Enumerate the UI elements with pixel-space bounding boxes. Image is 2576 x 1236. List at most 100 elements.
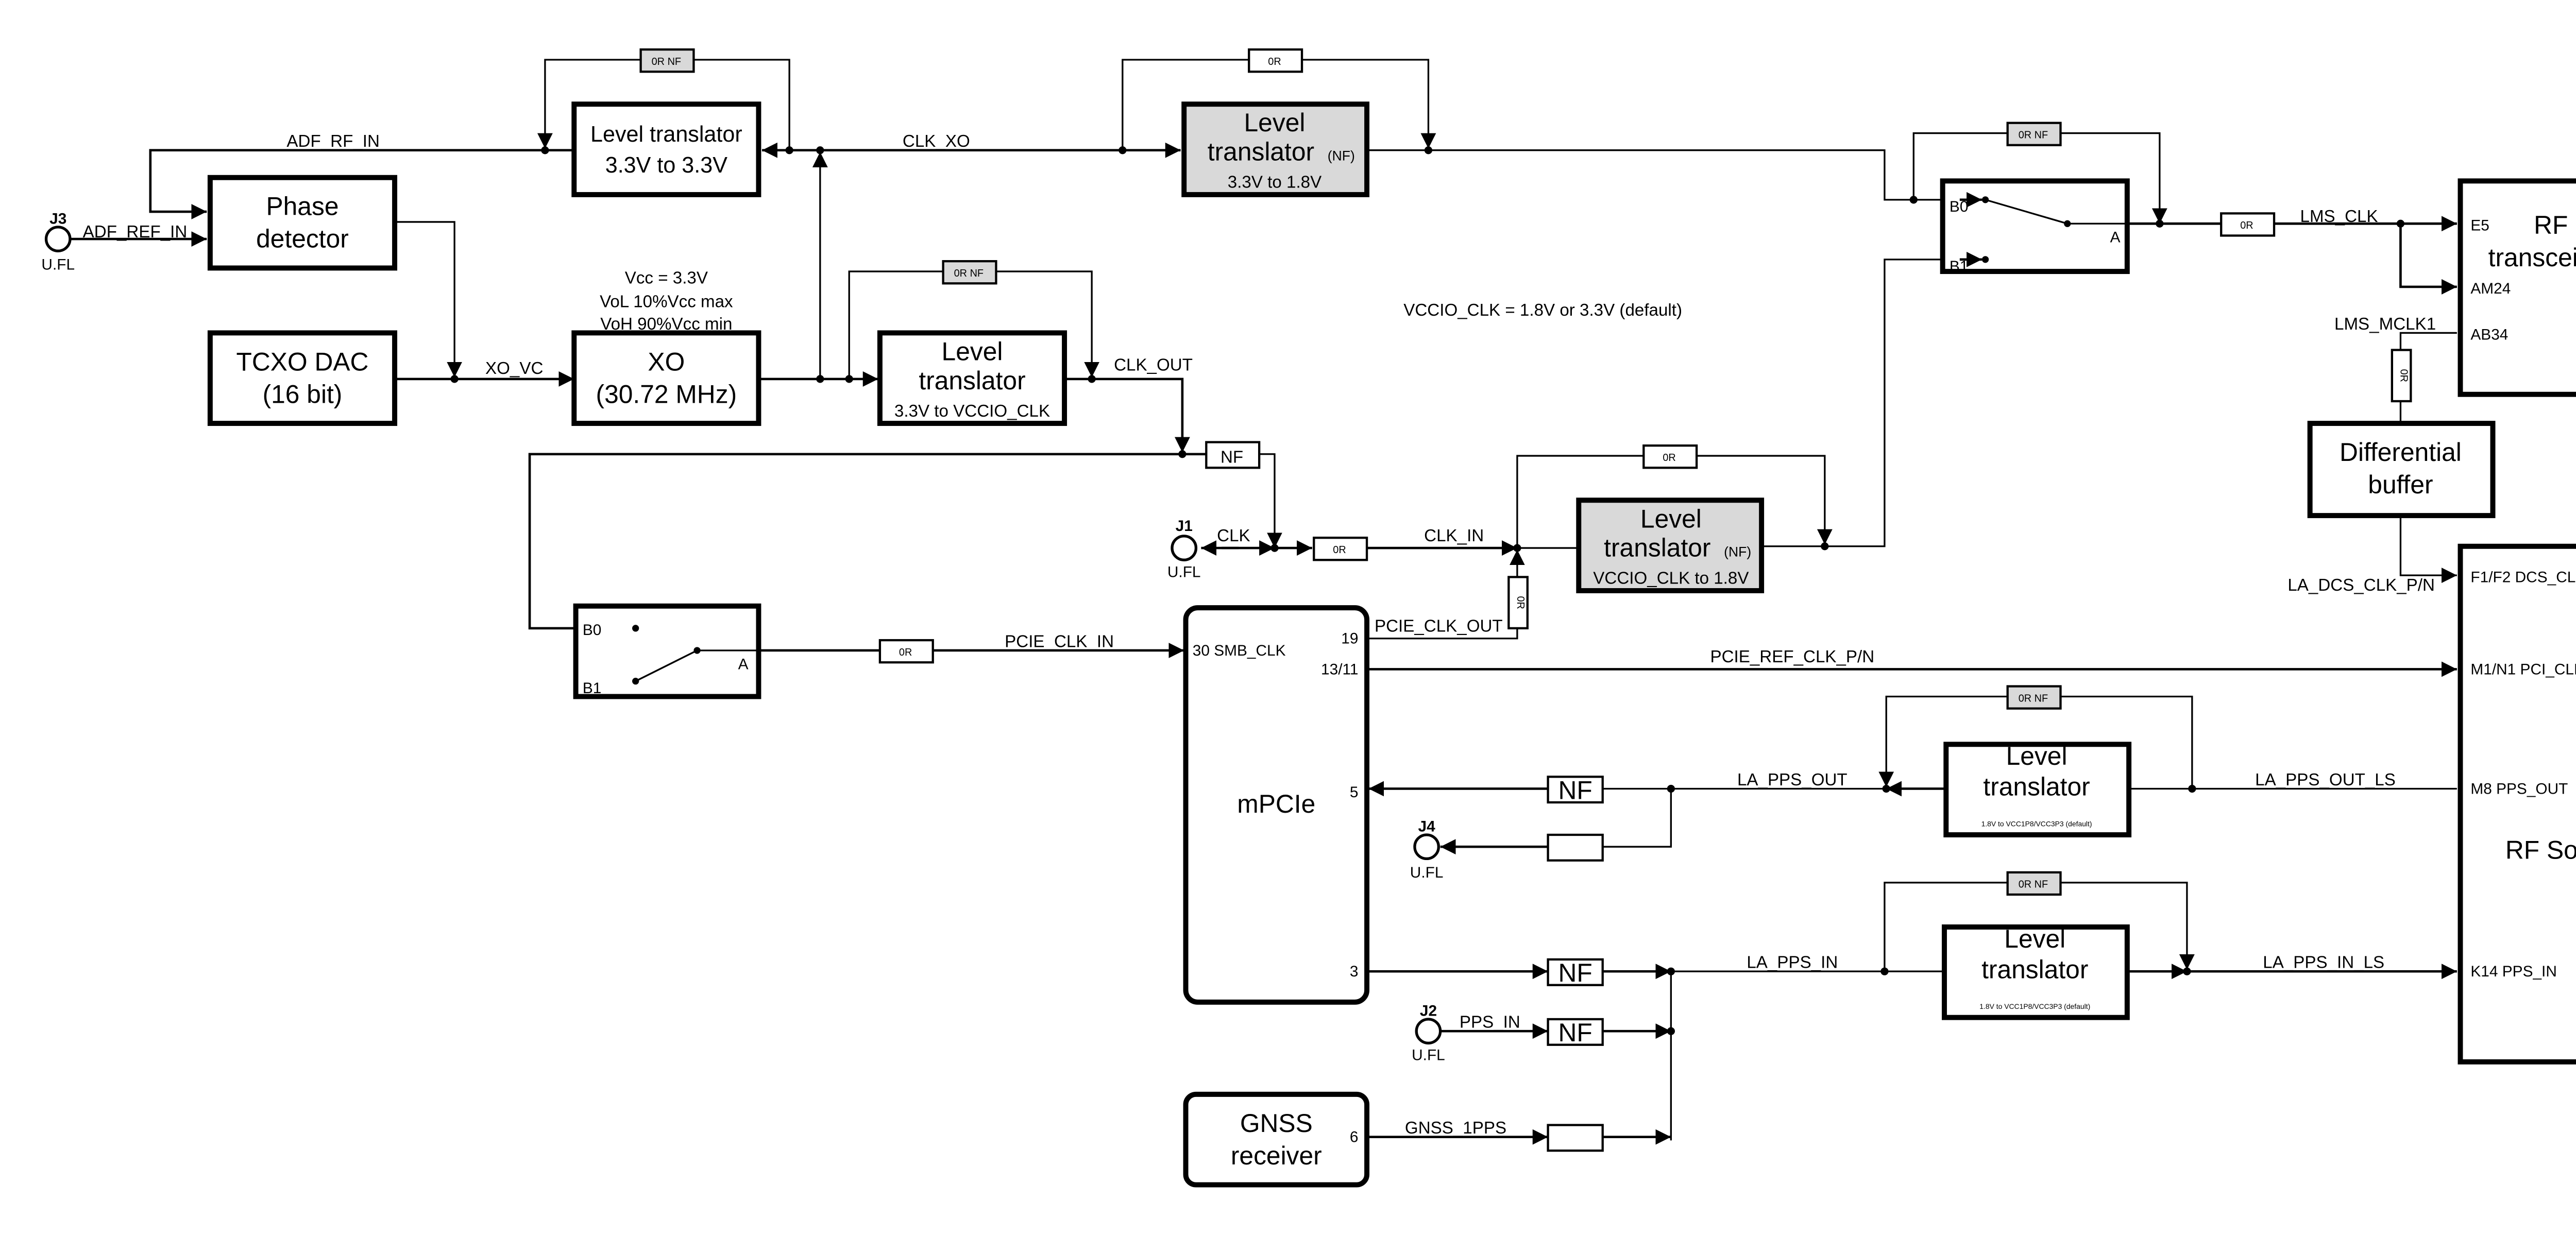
lt3-sub: 3.3V to VCCIO_CLK — [894, 402, 1050, 421]
resistor-label: NF — [1558, 958, 1592, 987]
connector-j2[interactable]: J2 U.FL — [1412, 1002, 1445, 1063]
resistor-nf-pps5[interactable]: NF — [1547, 776, 1604, 804]
lt4-line2: translator — [1604, 534, 1710, 562]
lt4-sub: VCCIO_CLK to 1.8V — [1593, 569, 1749, 588]
lt6-line2: translator — [1981, 955, 2088, 984]
pin-am24: AM24 — [2470, 280, 2511, 297]
resistor-lt1-bypass[interactable]: 0R NF — [639, 48, 695, 73]
wire-adf-rf-in — [149, 149, 574, 219]
resistor-label: 0R — [1333, 544, 1346, 556]
phase-detector-line2: detector — [256, 225, 349, 253]
wire-lt3-bypass-left — [848, 270, 943, 379]
clock-switch-top[interactable]: B0 B1 A — [1940, 178, 2130, 275]
resistor-nf-j2[interactable]: NF — [1547, 1018, 1604, 1047]
connector-j3[interactable]: J3 U.FL — [41, 210, 75, 273]
net-clk-xo: CLK_XO — [903, 132, 970, 151]
lt5-line1: Level — [2006, 742, 2067, 770]
resistor-j4[interactable] — [1547, 833, 1604, 862]
sw2-b0: B0 — [583, 622, 601, 639]
differential-buffer-block[interactable]: Differential buffer — [2307, 421, 2496, 519]
pin-13-11: 13/11 — [1321, 661, 1358, 678]
lt3-line1: Level — [942, 337, 1003, 366]
resistor-pcie-clk-out[interactable]: 0R — [1507, 576, 1529, 630]
lt6-line1: Level — [2004, 924, 2065, 953]
junctions — [450, 146, 2405, 1035]
clock-switch-left[interactable]: B0 B1 A — [573, 603, 761, 699]
net-clk-out: CLK_OUT — [1114, 355, 1193, 374]
lt1-line1: Level translator — [590, 122, 742, 147]
lt2-line2: translator — [1208, 138, 1314, 166]
level-translator-vccio-to-1v8-nf[interactable]: Level translator (NF) VCCIO_CLK to 1.8V — [1576, 497, 1765, 593]
pin-3: 3 — [1350, 963, 1359, 980]
j1-type: U.FL — [1167, 563, 1201, 580]
connector-j1[interactable]: J1 U.FL — [1167, 518, 1201, 580]
mpcie-block[interactable]: mPCIe 30 SMB_CLK 19 13/11 5 3 — [1183, 605, 1370, 1005]
rf-soc-label: RF SoC — [2505, 835, 2576, 864]
lt2-nf: (NF) — [1328, 148, 1355, 164]
resistor-label: 0R NF — [652, 56, 681, 67]
wire-lt6-bypass-right — [2060, 882, 2195, 970]
xo-note-voh: VoH 90%Vcc min — [600, 315, 732, 334]
level-translator-3v3-to-vccio[interactable]: Level translator 3.3V to VCCIO_CLK — [877, 330, 1067, 426]
resistor-label: 0R NF — [2019, 693, 2048, 704]
gnss-receiver-block[interactable]: GNSS receiver 6 — [1183, 1091, 1370, 1188]
wire-sw-bypass-right — [2060, 132, 2167, 224]
wire-sw-b1 — [1824, 259, 1965, 547]
rf-transceiver-block[interactable]: RF transceiver E5 AM24 AB34 — [2458, 178, 2576, 397]
xo-block[interactable]: XO (30.72 MHz) — [571, 330, 761, 426]
resistor-pps-in-bypass[interactable]: 0R NF — [2006, 871, 2062, 896]
j1-ref: J1 — [1176, 518, 1193, 535]
lt5-line2: translator — [1983, 772, 2090, 801]
gnss-line2: receiver — [1231, 1141, 1322, 1170]
xo-note: Vcc = 3.3V VoL 10%Vcc max VoH 90%Vcc min — [600, 268, 733, 333]
resistor-label: 0R — [2398, 369, 2409, 382]
resistor-mclk[interactable]: 0R — [2391, 349, 2412, 403]
net-adf-rf-in: ADF_RF_IN — [286, 132, 380, 151]
resistor-nf-pps3[interactable]: NF — [1547, 958, 1604, 987]
wire-sw-bypass-left — [1912, 132, 2008, 200]
rf-transceiver-line1: RF — [2534, 211, 2568, 239]
resistor-label: 0R — [1268, 56, 1281, 67]
ufl-connector-icon — [1415, 1018, 1442, 1045]
resistor-gnss[interactable] — [1547, 1124, 1604, 1152]
resistor-clk-j1[interactable]: 0R — [1313, 537, 1368, 561]
wire-lt2-out — [1367, 149, 1965, 201]
wire-nf-clk — [1259, 453, 1282, 548]
net-pcie-ref-clk: PCIE_REF_CLK_P/N — [1710, 647, 1874, 666]
resistor-lt3-bypass[interactable]: 0R NF — [942, 260, 997, 285]
rf-transceiver-line2: transceiver — [2488, 243, 2576, 272]
tcxo-dac-line2: (16 bit) — [263, 380, 343, 408]
level-translator-3v3-to-3v3[interactable]: Level translator 3.3V to 3.3V — [571, 101, 761, 197]
rf-soc-block[interactable]: RF SoC F1/F2 DCS_CLK_P/N M1/N1 PCI_CLK_P… — [2458, 543, 2576, 1065]
ufl-connector-icon — [44, 226, 72, 252]
pin-e5: E5 — [2470, 217, 2489, 234]
lt4-line1: Level — [1640, 504, 1702, 533]
resistor-pps-out-bypass[interactable]: 0R NF — [2006, 685, 2062, 710]
level-translator-pps-in[interactable]: Level translator 1.8V to VCC1P8/VCC3P3 (… — [1942, 924, 2130, 1020]
resistor-lt4-bypass[interactable]: 0R — [1642, 444, 1698, 469]
connector-j4[interactable]: J4 U.FL — [1410, 818, 1444, 881]
net-la-pps-in: LA_PPS_IN — [1747, 953, 1838, 972]
wire-lt4-bypass-left — [1516, 455, 1644, 548]
sw2-b1: B1 — [583, 680, 601, 697]
level-translator-pps-out[interactable]: Level translator 1.8V to VCC1P8/VCC3P3 (… — [1943, 742, 2132, 837]
resistor-label: NF — [1558, 776, 1592, 804]
tcxo-dac-block[interactable]: TCXO DAC (16 bit) — [207, 330, 398, 426]
wire-clk-out — [1066, 377, 1190, 453]
net-pcie-clk-out: PCIE_CLK_OUT — [1375, 617, 1503, 636]
resistor-lms-clk[interactable]: 0R — [2220, 212, 2276, 237]
net-lms-clk: LMS_CLK — [2300, 207, 2378, 226]
lt4-nf: (NF) — [1724, 544, 1751, 560]
resistor-nf-clk-out[interactable]: NF — [1205, 441, 1261, 469]
resistor-sw-bypass[interactable]: 0R NF — [2006, 122, 2062, 146]
phase-detector-block[interactable]: Phase detector — [207, 175, 398, 271]
wire-la-dcs-clk — [2399, 516, 2457, 583]
wire-lt5-bypass-right — [2060, 695, 2193, 789]
resistor-label: 0R — [899, 647, 912, 658]
lt3-line2: translator — [919, 366, 1025, 395]
lt1-line2: 3.3V to 3.3V — [605, 153, 727, 178]
diff-buffer-line2: buffer — [2368, 470, 2433, 499]
resistor-pcie-clk-in[interactable]: 0R — [878, 639, 934, 664]
resistor-lt2-bypass[interactable]: 0R — [1248, 48, 1303, 73]
level-translator-3v3-to-1v8-nf[interactable]: Level translator (NF) 3.3V to 1.8V — [1181, 101, 1370, 197]
